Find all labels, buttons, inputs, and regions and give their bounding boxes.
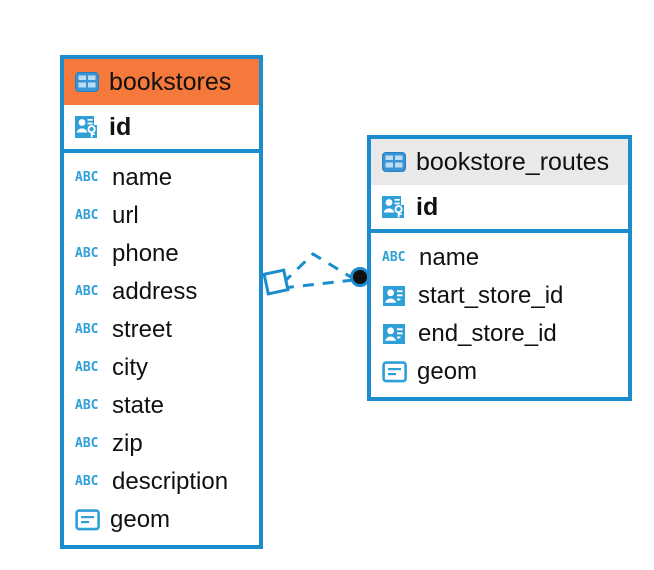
field-label: geom	[110, 506, 171, 533]
field-row[interactable]: start_store_id	[371, 277, 628, 315]
field-row[interactable]: ABC description	[64, 463, 259, 501]
geometry-icon	[382, 361, 408, 383]
relationship-circle-marker	[350, 267, 370, 287]
abc-text-icon: ABC	[75, 397, 99, 413]
field-row[interactable]: ABC city	[64, 349, 259, 387]
abc-text-icon: ABC	[75, 435, 99, 451]
field-label: end_store_id	[418, 320, 557, 347]
entity-bookstores[interactable]: bookstores id ABC name	[60, 55, 263, 549]
table-icon	[381, 151, 407, 173]
relationship-diamond-marker	[262, 268, 290, 296]
field-row[interactable]: ABC url	[64, 197, 259, 235]
field-row[interactable]: ABC phone	[64, 235, 259, 273]
geometry-icon	[75, 509, 101, 531]
field-row[interactable]: ABC address	[64, 273, 259, 311]
abc-text-icon: ABC	[75, 245, 99, 261]
field-label: url	[112, 202, 139, 229]
abc-text-icon: ABC	[75, 359, 99, 375]
entity-bookstores-title: bookstores	[109, 67, 232, 96]
field-row[interactable]: geom	[64, 501, 259, 539]
abc-text-icon: ABC	[75, 473, 99, 489]
entity-bookstores-primary-key-row[interactable]: id	[64, 105, 259, 153]
entity-bookstore-routes-primary-key-label: id	[416, 192, 439, 221]
field-label: zip	[112, 430, 143, 457]
field-row[interactable]: ABC name	[371, 239, 628, 277]
field-row[interactable]: ABC zip	[64, 425, 259, 463]
field-label: geom	[417, 358, 478, 385]
abc-text-icon: ABC	[75, 283, 99, 299]
field-row[interactable]: geom	[371, 353, 628, 391]
entity-bookstores-field-list: ABC name ABC url ABC phone ABC address A…	[64, 153, 259, 545]
abc-text-icon: ABC	[75, 321, 99, 337]
entity-bookstore-routes[interactable]: bookstore_routes id ABC name	[367, 135, 632, 401]
entity-bookstores-header[interactable]: bookstores	[64, 59, 259, 105]
field-label: city	[112, 354, 148, 381]
relationship-branch-lower	[282, 278, 355, 290]
field-label: phone	[112, 240, 179, 267]
table-icon	[74, 71, 100, 93]
abc-text-icon: ABC	[75, 207, 99, 223]
foreign-key-icon	[382, 285, 409, 307]
primary-key-icon	[381, 194, 408, 220]
abc-text-icon: ABC	[382, 249, 406, 265]
entity-bookstore-routes-field-list: ABC name start_store_id	[371, 233, 628, 397]
field-row[interactable]: ABC street	[64, 311, 259, 349]
field-row[interactable]: end_store_id	[371, 315, 628, 353]
abc-text-icon: ABC	[75, 169, 99, 185]
field-label: name	[112, 164, 173, 191]
relationship-branch-upper	[281, 252, 355, 285]
field-label: address	[112, 278, 198, 305]
primary-key-icon	[74, 114, 101, 140]
entity-bookstore-routes-header[interactable]: bookstore_routes	[371, 139, 628, 185]
entity-bookstore-routes-primary-key-row[interactable]: id	[371, 185, 628, 233]
entity-bookstore-routes-title: bookstore_routes	[416, 147, 610, 176]
field-label: street	[112, 316, 173, 343]
foreign-key-icon	[382, 323, 409, 345]
entity-bookstores-primary-key-label: id	[109, 112, 132, 141]
field-label: start_store_id	[418, 282, 564, 309]
field-label: name	[419, 244, 480, 271]
field-label: state	[112, 392, 165, 419]
field-row[interactable]: ABC name	[64, 159, 259, 197]
field-label: description	[112, 468, 229, 495]
field-row[interactable]: ABC state	[64, 387, 259, 425]
